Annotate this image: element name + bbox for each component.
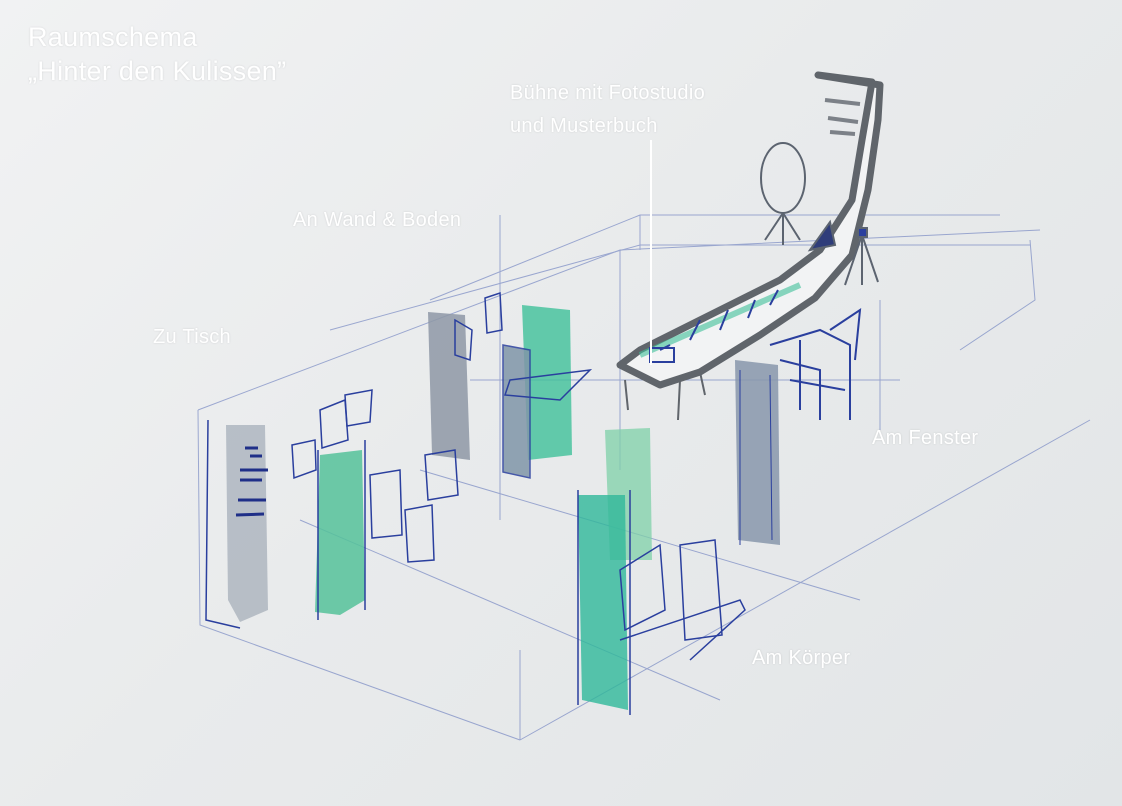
sketch-title: Raumschema „Hinter den Kulissen” [28, 20, 286, 88]
label-stage: Bühne mit Fotostudio und Musterbuch [510, 77, 705, 143]
panel-green-left [315, 440, 366, 620]
title-line-1: Raumschema [28, 22, 198, 52]
title-line-2: „Hinter den Kulissen” [28, 56, 287, 86]
window-furniture [769, 307, 862, 420]
label-window: Am Fenster [872, 427, 979, 449]
panel-green-mid [502, 305, 593, 479]
panel-grey-window [735, 360, 780, 545]
label-table: Zu Tisch [153, 326, 231, 348]
label-stage-line-1: Bühne mit Fotostudio [510, 82, 705, 104]
panel-grey-mid [428, 312, 473, 460]
panel-green-front [577, 428, 652, 715]
label-stage-line-2: und Musterbuch [510, 115, 658, 137]
photo-equipment [760, 142, 879, 286]
panel-grey-left [205, 419, 268, 629]
label-wall-floor: An Wand & Boden [293, 209, 462, 231]
plinths [291, 291, 746, 661]
label-body: Am Körper [752, 647, 851, 669]
